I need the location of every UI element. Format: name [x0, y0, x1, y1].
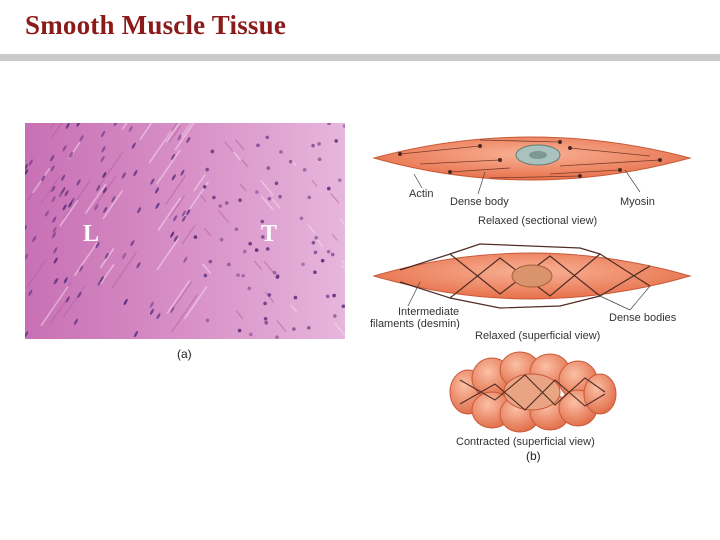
- title-divider: [0, 54, 720, 61]
- relaxed-superficial-cell: [372, 243, 692, 309]
- label-dense-bodies: Dense bodies: [609, 312, 677, 324]
- caption-relaxed-sectional: Relaxed (sectional view): [478, 215, 597, 227]
- label-transverse: T: [261, 221, 277, 247]
- smooth-muscle-diagram: Actin Dense body Myosin Relaxed (section…: [370, 136, 692, 463]
- label-myosin: Myosin: [620, 196, 655, 208]
- caption-relaxed-superficial: Relaxed (superficial view): [475, 330, 600, 342]
- label-intermediate-filaments-line2: filaments (desmin): [370, 318, 460, 330]
- label-intermediate-filaments-line1: Intermediate: [398, 306, 459, 318]
- label-actin: Actin: [409, 188, 433, 200]
- label-longitudinal: L: [83, 221, 99, 247]
- slide-title: Smooth Muscle Tissue: [25, 10, 287, 40]
- micrograph-image: L T: [25, 123, 345, 339]
- caption-a: (a): [177, 347, 192, 361]
- contracted-cell: [449, 351, 617, 433]
- label-dense-body: Dense body: [450, 196, 509, 208]
- relaxed-sectional-cell: [372, 136, 692, 181]
- caption-b: (b): [526, 449, 541, 463]
- caption-contracted: Contracted (superficial view): [456, 436, 595, 448]
